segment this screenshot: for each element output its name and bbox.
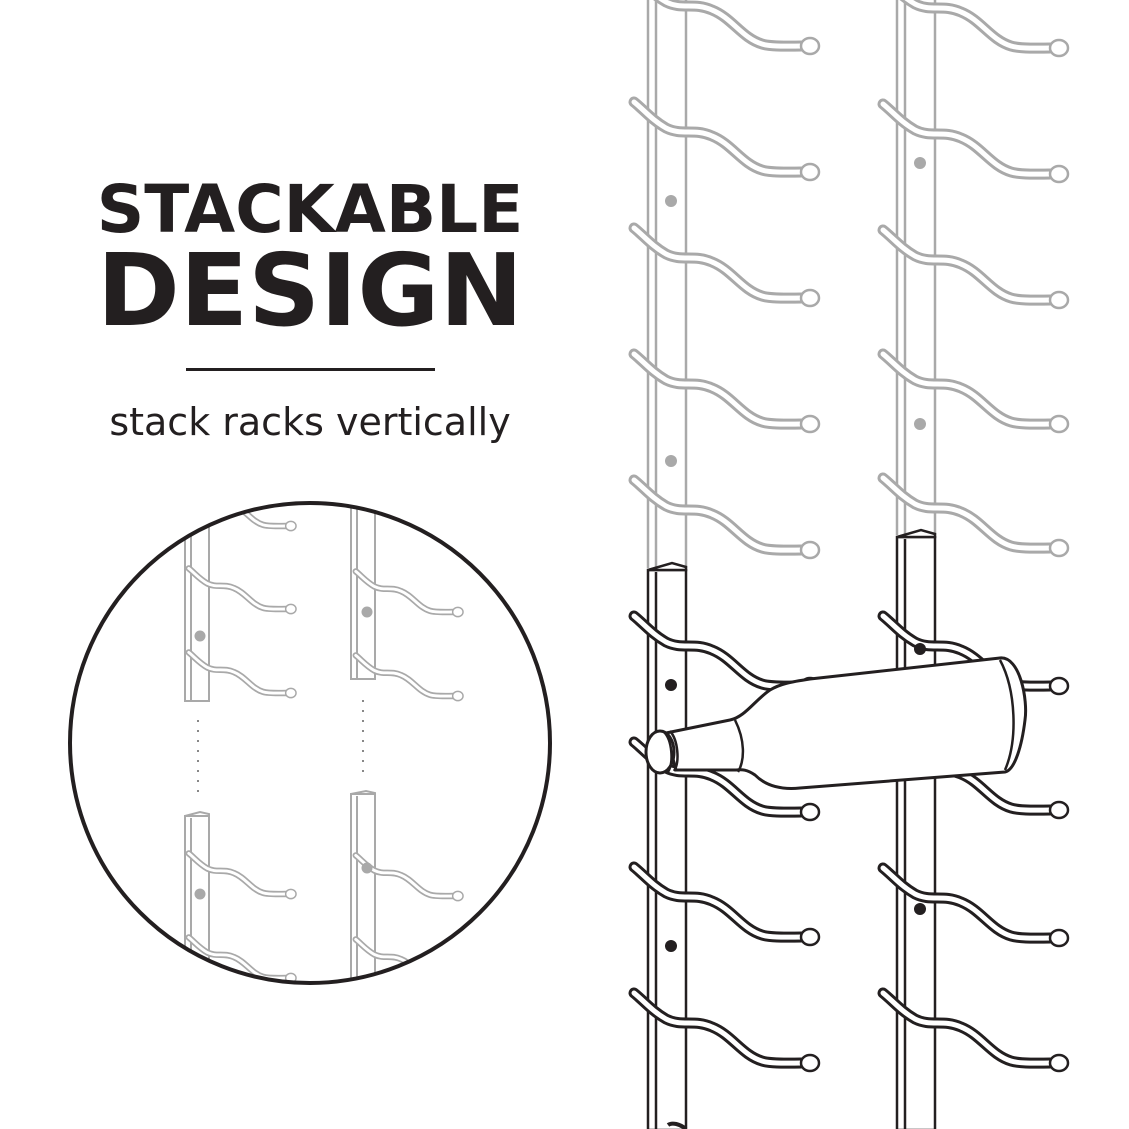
left-rail-upper (646, 0, 688, 568)
mount-hole (665, 679, 677, 691)
headline-line1: STACKABLE (96, 171, 524, 248)
left-rail-lower (646, 561, 688, 1129)
inset-detail (68, 501, 552, 985)
left-rail-upper-hooks (634, 0, 819, 558)
mount-hole (914, 157, 926, 169)
subheadline: stack racks vertically (109, 400, 511, 444)
right-rail-upper (895, 0, 937, 535)
right-rail-lower (895, 528, 937, 1129)
inset-circle-border (68, 501, 552, 985)
mount-hole (914, 643, 926, 655)
mount-hole (665, 195, 677, 207)
mount-hole (665, 940, 677, 952)
wine-bottle (644, 656, 1028, 790)
divider-rule (186, 368, 435, 371)
right-rail-upper-hooks (883, 0, 1068, 556)
mount-hole (914, 418, 926, 430)
mount-hole (914, 903, 926, 915)
headline-line2: DESIGN (96, 232, 524, 349)
mount-hole (665, 455, 677, 467)
